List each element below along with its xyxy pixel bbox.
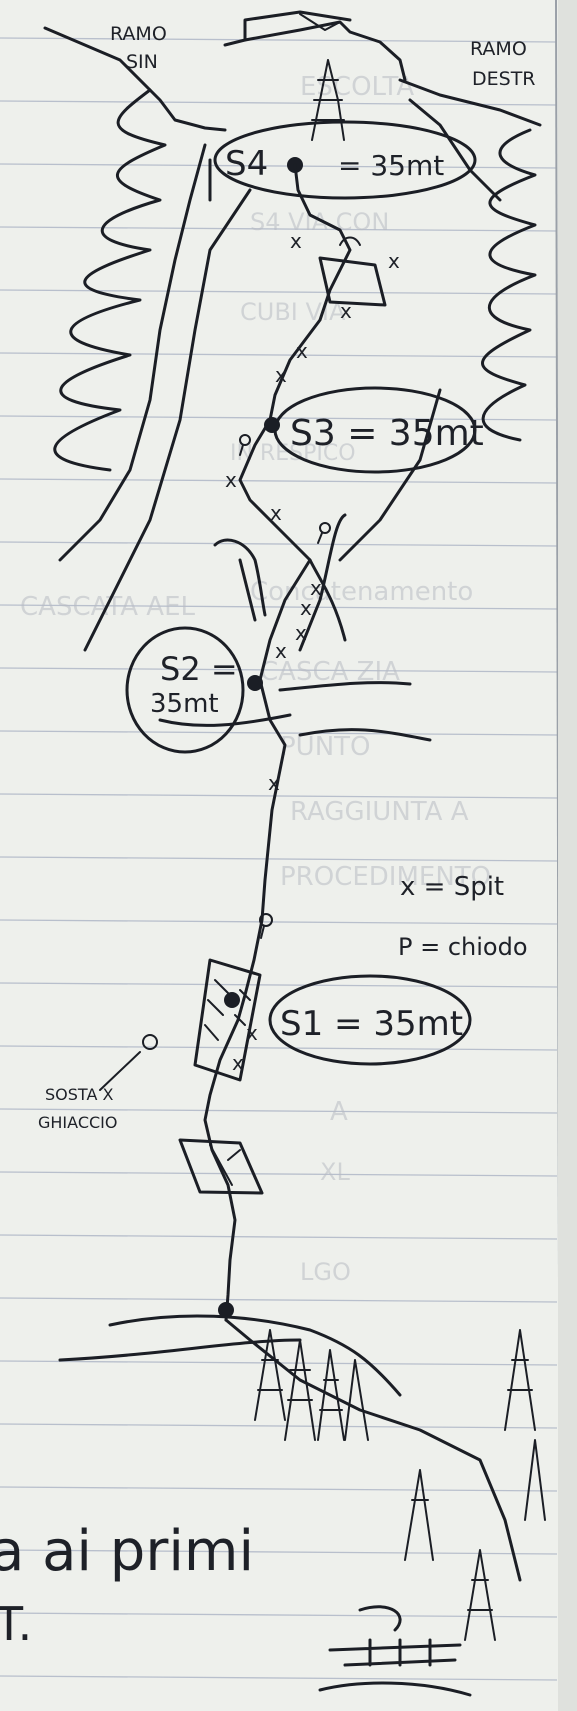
forest-trees	[254, 1329, 546, 1641]
page-margin-shadow	[558, 0, 577, 1711]
svg-text:x: x	[296, 339, 308, 363]
svg-text:x: x	[290, 229, 302, 253]
ruling-line	[0, 604, 558, 610]
ruling-line	[0, 982, 558, 988]
chiodo-markers	[239, 434, 331, 544]
svg-text:x: x	[300, 596, 312, 620]
ruling-line	[0, 1297, 558, 1303]
ice-belay-point	[142, 1034, 158, 1050]
base-sketch	[318, 1605, 472, 1697]
ice-section-bottom	[178, 1138, 264, 1195]
s3-label: S3 = 35mt	[290, 413, 484, 454]
ruling-line	[0, 37, 558, 43]
ghost-text: PROCEDIMENTO	[280, 862, 491, 892]
spit-marker: x	[232, 1051, 244, 1075]
ruling-line	[0, 478, 558, 484]
belay-station-s1	[224, 992, 240, 1008]
s4-length: = 35mt	[338, 149, 444, 182]
ghost-text: RAGGIUNTA A	[290, 797, 469, 827]
legend-spit: x = Spit	[400, 872, 504, 902]
ruling-line	[0, 352, 558, 358]
ruling-line	[0, 1234, 558, 1240]
ghost-text: PUNTO	[280, 732, 371, 762]
ghost-text: ESCOLTA	[300, 72, 414, 102]
ruling-line	[0, 919, 558, 925]
ruling-line	[0, 1549, 558, 1555]
top-branches	[43, 10, 542, 652]
ruling-line	[0, 856, 558, 862]
ruling-line	[0, 1045, 558, 1051]
s4-label: S4	[225, 144, 268, 184]
start-point	[218, 1302, 234, 1318]
ruling-line	[0, 667, 558, 673]
ruling-line	[0, 541, 558, 547]
ruling-line	[0, 1612, 558, 1618]
ruling-line	[0, 1108, 558, 1114]
belay-station-s3	[264, 417, 280, 433]
ghost-text: Concatenamento	[250, 577, 473, 607]
svg-text:x: x	[388, 249, 400, 273]
ramo-destro-label: DESTR	[472, 68, 536, 90]
notebook-ruling	[0, 37, 558, 1681]
ruling-line	[0, 1675, 558, 1681]
bottom-handwriting: a ai primi	[0, 1519, 254, 1584]
ruling-line	[0, 100, 558, 106]
ice-column-s1	[193, 958, 262, 1082]
svg-text:x: x	[310, 576, 322, 600]
ruling-line	[0, 1423, 558, 1429]
ruling-line	[0, 1171, 558, 1177]
legend-chiodo: P = chiodo	[398, 933, 528, 961]
belay-station-s2	[247, 675, 263, 691]
spit-markers-upper: x x x x x x x x x x x	[225, 229, 400, 663]
ghost-text: S4 VIA CON	[250, 208, 389, 236]
ghost-text: XL	[320, 1158, 350, 1186]
bottom-handwriting-2: T.	[0, 1597, 32, 1651]
s2-belay-oval	[125, 626, 245, 754]
ramo-sinistro-label: RAMO	[110, 23, 167, 45]
svg-text:x: x	[275, 639, 287, 663]
ruling-line	[0, 226, 558, 232]
ruling-line	[0, 163, 558, 169]
chiodo-marker-s1	[259, 913, 273, 939]
spit-marker: x	[268, 771, 280, 795]
spit-marker: x	[246, 1021, 258, 1045]
ice-belay-label: SOSTA X	[45, 1085, 113, 1104]
s1-label: S1 = 35mt	[280, 1004, 463, 1044]
ruling-line	[0, 289, 558, 295]
ramo-destro-label: RAMO	[470, 38, 527, 60]
bleed-through-text: ESCOLTA S4 VIA CON CUBI VIA IN RESPICO C…	[20, 72, 491, 1286]
ruling-line	[0, 793, 558, 799]
ice-belay-label: GHIACCIO	[38, 1113, 117, 1132]
s2-length: 35mt	[150, 689, 219, 719]
ghost-text: CUBI VIA	[240, 298, 346, 326]
s2-label: S2 =	[160, 650, 238, 688]
s4-belay-oval	[213, 120, 477, 200]
ruling-line	[0, 1486, 558, 1492]
ghost-text: A	[330, 1097, 348, 1127]
ramo-sinistro-label: SIN	[126, 51, 158, 73]
ghost-text: LGO	[300, 1258, 351, 1286]
ice-section-top	[318, 256, 387, 307]
svg-text:x: x	[270, 501, 282, 525]
svg-text:x: x	[225, 468, 237, 492]
s1-belay-oval	[268, 974, 472, 1066]
svg-text:x: x	[275, 363, 287, 387]
svg-text:x: x	[340, 299, 352, 323]
